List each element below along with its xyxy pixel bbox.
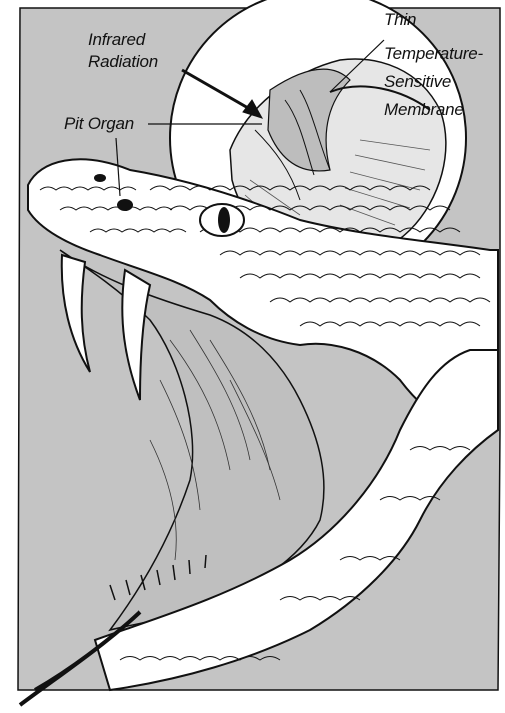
pupil — [218, 207, 230, 233]
label-membrane-line2: Temperature- — [384, 44, 483, 64]
nostril — [94, 174, 106, 182]
label-membrane-line4: Membrane — [384, 100, 464, 120]
label-membrane-line3: Sensitive — [384, 72, 451, 92]
pit-opening — [117, 199, 133, 211]
label-infrared-radiation-line2: Radiation — [88, 52, 158, 72]
label-pit-organ: Pit Organ — [64, 114, 134, 134]
label-membrane-line1: Thin — [384, 10, 416, 30]
label-infrared-radiation-line1: Infrared — [88, 30, 145, 50]
